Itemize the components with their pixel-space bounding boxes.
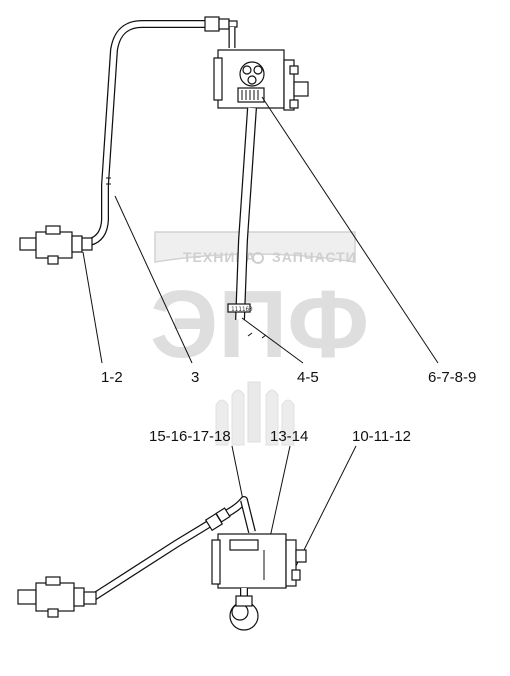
leader-6-7-8-9 xyxy=(261,96,439,364)
pipe-clamp xyxy=(227,303,251,313)
callout-4-5: 4-5 xyxy=(297,369,319,386)
upper-assembly: 111160 xyxy=(19,16,439,364)
gear-icon xyxy=(252,252,264,264)
callout-1-2: 1-2 xyxy=(101,369,123,386)
upper-valve xyxy=(19,225,93,265)
leader-15-16-17-18 xyxy=(231,445,245,506)
watermark-brand-right: ЗАПЧАСТИ xyxy=(272,249,357,265)
leader-1-2 xyxy=(82,251,103,364)
svg-text:111160: 111160 xyxy=(231,306,253,313)
callout-15-16-17-18: 15-16-17-18 xyxy=(149,428,231,445)
lower-valve xyxy=(17,576,97,618)
callout-10-11-12: 10-11-12 xyxy=(352,428,411,445)
leader-4-5 xyxy=(241,317,304,364)
watermark-brand-left: ТЕХНИКА xyxy=(183,249,256,265)
lower-pump xyxy=(211,533,307,631)
leader-3 xyxy=(114,195,193,364)
lower-assembly xyxy=(17,445,357,631)
callout-6-7-8-9: 6-7-8-9 xyxy=(428,369,476,386)
callout-13-14: 13-14 xyxy=(270,428,308,445)
watermark: ТЕХНИКА ЗАПЧАСТИ ЭПФ xyxy=(150,231,369,446)
hose-fitting-top xyxy=(204,16,220,32)
watermark-big-letters: ЭПФ xyxy=(150,271,369,378)
upper-pump xyxy=(213,49,309,111)
watermark-emblem xyxy=(215,381,295,446)
callout-3: 3 xyxy=(191,369,199,386)
